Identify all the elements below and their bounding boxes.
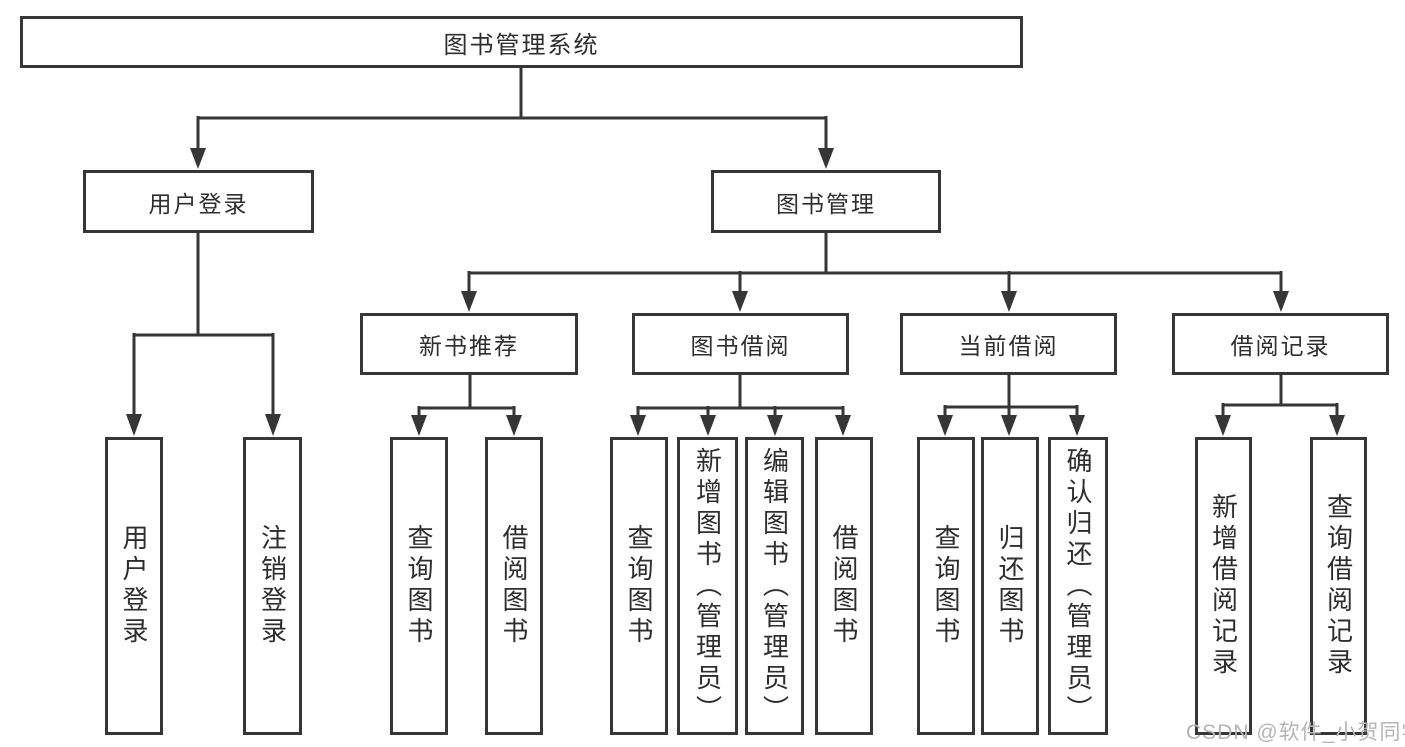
- leaf-confirm-return-admin: 确认归还（管理员）: [1048, 437, 1108, 735]
- leaf-query-books-current: 查询图书: [917, 437, 975, 735]
- leaf-add-borrow-record: 新增借阅记录: [1195, 437, 1252, 735]
- leaf-user-login: 用户登录: [105, 437, 163, 735]
- leaf-borrow-books-recommend: 借阅图书: [485, 437, 543, 735]
- leaf-add-books-admin: 新增图书（管理员）: [677, 437, 738, 735]
- node-new-book-recommend: 新书推荐: [360, 313, 578, 375]
- leaf-query-books-borrow: 查询图书: [610, 437, 668, 735]
- leaf-logout: 注销登录: [243, 437, 302, 735]
- node-current-borrow: 当前借阅: [900, 313, 1117, 375]
- leaf-borrow-books: 借阅图书: [815, 437, 873, 735]
- node-book-management: 图书管理: [711, 170, 941, 233]
- watermark: CSDN @软件_小贺同学: [1186, 721, 1405, 744]
- leaf-query-books-recommend: 查询图书: [390, 437, 448, 735]
- leaf-query-borrow-record: 查询借阅记录: [1310, 437, 1367, 735]
- node-root: 图书管理系统: [20, 16, 1023, 68]
- leaf-edit-books-admin: 编辑图书（管理员）: [745, 437, 804, 735]
- node-user-login: 用户登录: [83, 170, 314, 233]
- leaf-return-books: 归还图书: [981, 437, 1039, 735]
- node-book-borrow: 图书借阅: [632, 313, 849, 375]
- node-borrow-records: 借阅记录: [1172, 313, 1389, 375]
